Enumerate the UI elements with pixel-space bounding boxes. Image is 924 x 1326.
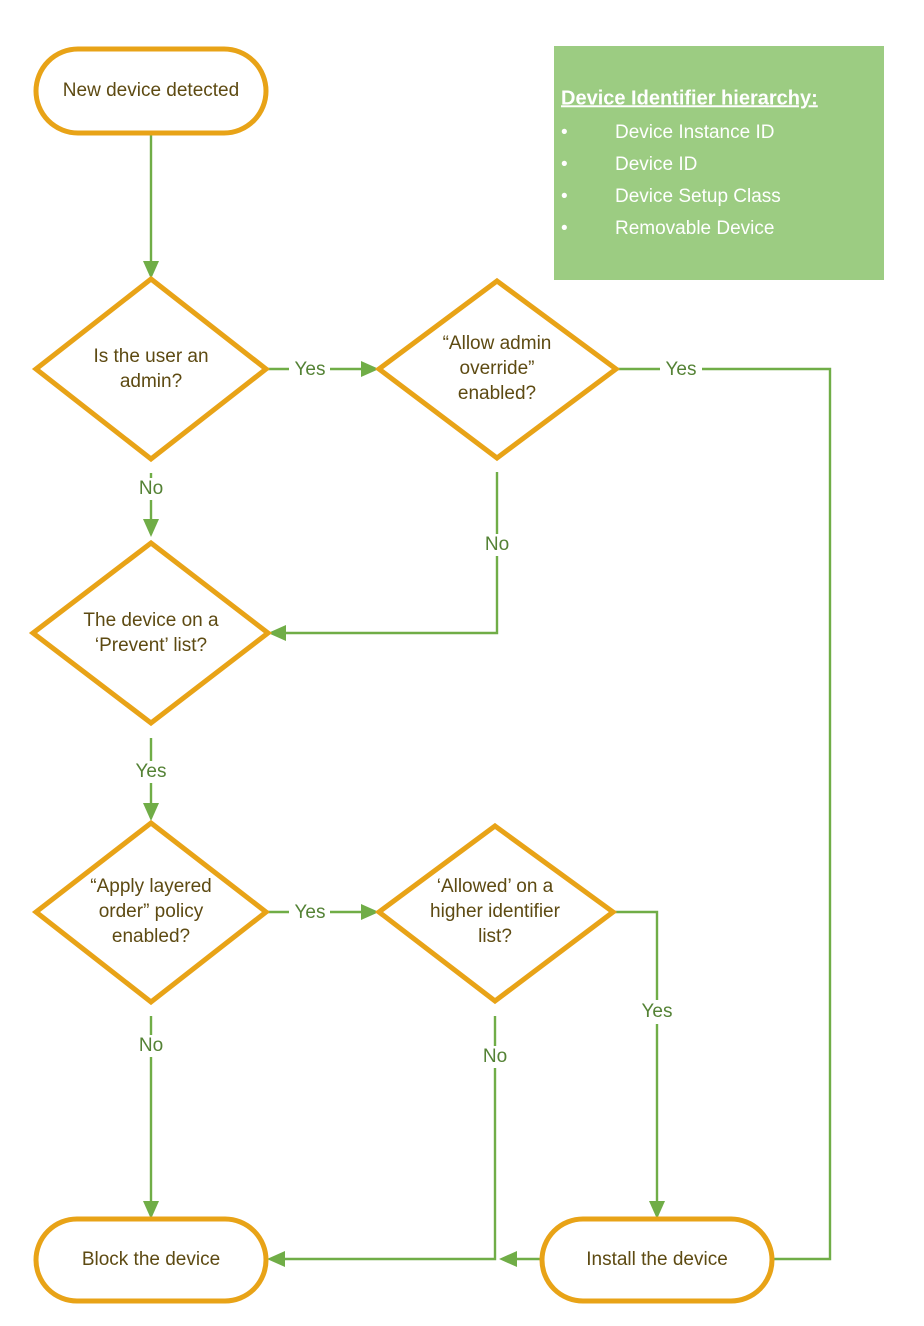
node-allowed-higher-shape: [374, 822, 618, 1005]
node-layered-order[interactable]: “Apply layered order” policy enabled?: [31, 819, 271, 1006]
edge-is-admin-no: No: [139, 473, 163, 537]
edge-is-admin-yes: Yes: [266, 359, 379, 380]
edge-override-yes: Yes: [499, 359, 832, 1267]
node-start-label: New device detected: [63, 80, 239, 101]
legend-bullet-icon-0: •: [561, 122, 568, 143]
node-start[interactable]: New device detected: [33, 46, 269, 136]
node-layered-order-shape: [31, 819, 271, 1006]
node-allowed-higher-label-line2: higher identifier: [430, 901, 561, 922]
node-is-admin[interactable]: Is the user an admin?: [31, 275, 271, 463]
node-start-shape: [33, 46, 269, 136]
legend-panel: Device Identifier hierarchy: • Device In…: [554, 46, 884, 280]
edge-layered-yes: Yes: [266, 902, 379, 923]
edge-label-layered-no: No: [139, 1035, 163, 1056]
legend-title: Device Identifier hierarchy:: [561, 87, 818, 109]
legend-item-1: Device ID: [615, 154, 697, 175]
edge-allowed-yes: Yes: [613, 910, 673, 1219]
node-prevent-list-shape: [28, 539, 273, 727]
edge-label-override-no: No: [485, 534, 509, 555]
node-allowed-higher[interactable]: ‘Allowed’ on a higher identifier list?: [374, 822, 618, 1005]
edge-label-is-admin-no: No: [139, 478, 163, 499]
edge-label-override-yes: Yes: [666, 359, 697, 380]
node-block[interactable]: Block the device: [33, 1216, 269, 1304]
node-install-shape: [539, 1216, 775, 1304]
legend-item-3: Removable Device: [615, 218, 774, 239]
node-allowed-higher-label-line1: ‘Allowed’ on a: [437, 876, 554, 897]
node-prevent-list-label-line1: The device on a: [83, 610, 219, 631]
node-admin-override[interactable]: “Allow admin override” enabled?: [374, 277, 621, 462]
node-install[interactable]: Install the device: [539, 1216, 775, 1304]
node-is-admin-shape: [31, 275, 271, 463]
legend-item-0: Device Instance ID: [615, 122, 774, 143]
edge-prevent-yes: Yes: [136, 738, 167, 821]
node-admin-override-label-line2: override”: [460, 358, 535, 379]
edge-label-layered-yes: Yes: [295, 902, 326, 923]
node-is-admin-label-line2: admin?: [120, 371, 182, 392]
edge-label-allowed-yes: Yes: [642, 1001, 673, 1022]
edge-label-prevent-yes: Yes: [136, 761, 167, 782]
node-admin-override-label-line1: “Allow admin: [443, 333, 552, 354]
node-block-shape: [33, 1216, 269, 1304]
edge-layered-no: No: [139, 1016, 163, 1219]
edge-label-is-admin-yes: Yes: [295, 359, 326, 380]
edge-override-no: No: [268, 472, 509, 641]
node-admin-override-label-line3: enabled?: [458, 383, 536, 404]
node-admin-override-shape: [374, 277, 621, 462]
legend-item-2: Device Setup Class: [615, 186, 781, 207]
node-layered-order-label-line2: order” policy: [99, 901, 204, 922]
legend-bullet-icon-1: •: [561, 154, 568, 175]
edge-allowed-no: No: [267, 1016, 507, 1267]
legend-background: [554, 46, 884, 280]
node-install-label: Install the device: [586, 1249, 728, 1270]
node-layered-order-label-line3: enabled?: [112, 926, 190, 947]
node-allowed-higher-label-line3: list?: [478, 926, 512, 947]
node-prevent-list[interactable]: The device on a ‘Prevent’ list?: [28, 539, 273, 727]
node-is-admin-label-line1: Is the user an: [93, 346, 208, 367]
node-prevent-list-label-line2: ‘Prevent’ list?: [95, 635, 207, 656]
legend-bullet-icon-2: •: [561, 186, 568, 207]
node-block-label: Block the device: [82, 1249, 220, 1270]
legend-bullet-icon-3: •: [561, 218, 568, 239]
edge-label-allowed-no: No: [483, 1046, 507, 1067]
node-layered-order-label-line1: “Apply layered: [90, 876, 211, 897]
edge-start-to-is-admin: [143, 133, 159, 279]
